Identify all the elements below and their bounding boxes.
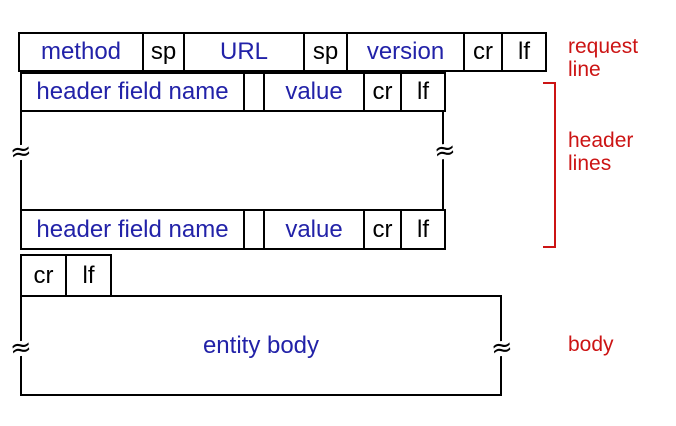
entity-body-label: entity body	[202, 331, 320, 359]
cell-cr: cr	[363, 209, 402, 250]
header-line-row-1: header field name value cr lf	[20, 72, 446, 112]
annotation-text: line	[568, 58, 601, 81]
cell-value: value	[263, 209, 365, 250]
cell-header-field-name: header field name	[20, 72, 245, 112]
header-lines-annotation: header lines	[568, 129, 633, 175]
request-line-row: method sp URL sp version cr lf	[18, 32, 547, 72]
break-mark-icon: ≈	[489, 331, 515, 365]
cell-lf: lf	[65, 254, 112, 295]
request-line-annotation: request line	[568, 35, 638, 81]
cell-cr: cr	[363, 72, 402, 112]
header-lines-continuation-box	[20, 112, 444, 209]
cell-value: value	[263, 72, 365, 112]
cell-version: version	[346, 32, 465, 72]
blank-line-row: cr lf	[20, 254, 112, 295]
cell-lf: lf	[400, 209, 446, 250]
cell-lf: lf	[501, 32, 547, 72]
cell-separator	[243, 209, 265, 250]
cell-header-field-name: header field name	[20, 209, 245, 250]
cell-url: URL	[183, 32, 305, 72]
annotation-text: lines	[568, 152, 612, 175]
cell-sp-1: sp	[142, 32, 185, 72]
cell-sp-2: sp	[303, 32, 348, 72]
cell-separator	[243, 72, 265, 112]
cell-cr: cr	[20, 254, 67, 295]
break-mark-icon: ≈	[8, 331, 34, 365]
cell-cr: cr	[463, 32, 503, 72]
entity-body-box: entity body	[20, 295, 502, 396]
annotation-text: body	[568, 333, 614, 356]
header-lines-bracket	[543, 82, 556, 248]
annotation-text: request	[568, 35, 639, 58]
break-mark-icon: ≈	[8, 135, 34, 169]
body-annotation: body	[568, 333, 614, 356]
cell-method: method	[18, 32, 144, 72]
cell-lf: lf	[400, 72, 446, 112]
annotation-text: header	[568, 129, 634, 152]
break-mark-icon: ≈	[432, 134, 458, 168]
header-line-row-2: header field name value cr lf	[20, 209, 446, 250]
